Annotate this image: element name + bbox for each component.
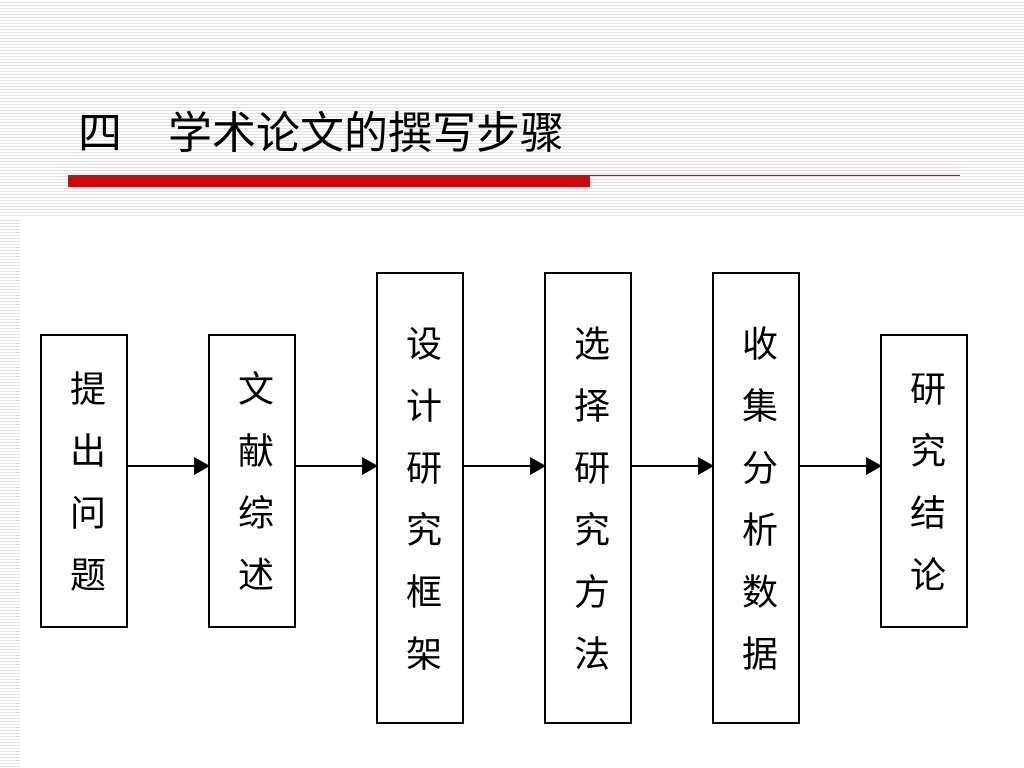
arrow-shaft xyxy=(128,465,194,467)
arrow-head-icon xyxy=(530,457,546,475)
step-label: 选择研究方法 xyxy=(568,325,609,697)
arrow-head-icon xyxy=(194,457,210,475)
flow-arrow xyxy=(800,457,882,475)
step-label: 提出问题 xyxy=(64,370,105,618)
slide-title-text: 学术论文的撰写步骤 xyxy=(168,108,564,159)
arrow-head-icon xyxy=(866,457,882,475)
flow-arrow xyxy=(632,457,714,475)
step-label: 设计研究框架 xyxy=(400,325,441,697)
step-box-literature-review: 文献综述 xyxy=(208,334,296,628)
flow-arrow xyxy=(296,457,378,475)
step-label: 研究结论 xyxy=(904,370,945,618)
title-underline-thick xyxy=(68,175,590,187)
step-box-choose-method: 选择研究方法 xyxy=(544,272,632,724)
step-box-design-framework: 设计研究框架 xyxy=(376,272,464,724)
step-box-raise-question: 提出问题 xyxy=(40,334,128,628)
title-underline-thin xyxy=(590,175,960,176)
arrow-head-icon xyxy=(362,457,378,475)
slide-number: 四 xyxy=(78,108,122,159)
arrow-head-icon xyxy=(698,457,714,475)
arrow-shaft xyxy=(296,465,362,467)
arrow-shaft xyxy=(464,465,530,467)
step-box-conclusion: 研究结论 xyxy=(880,334,968,628)
slide-title: 四学术论文的撰写步骤 xyxy=(78,104,564,164)
flow-arrow xyxy=(128,457,210,475)
step-label: 收集分析数据 xyxy=(736,325,777,697)
step-box-collect-data: 收集分析数据 xyxy=(712,272,800,724)
arrow-shaft xyxy=(632,465,698,467)
flow-arrow xyxy=(464,457,546,475)
step-label: 文献综述 xyxy=(232,370,273,618)
striped-background-left xyxy=(0,218,20,768)
arrow-shaft xyxy=(800,465,866,467)
